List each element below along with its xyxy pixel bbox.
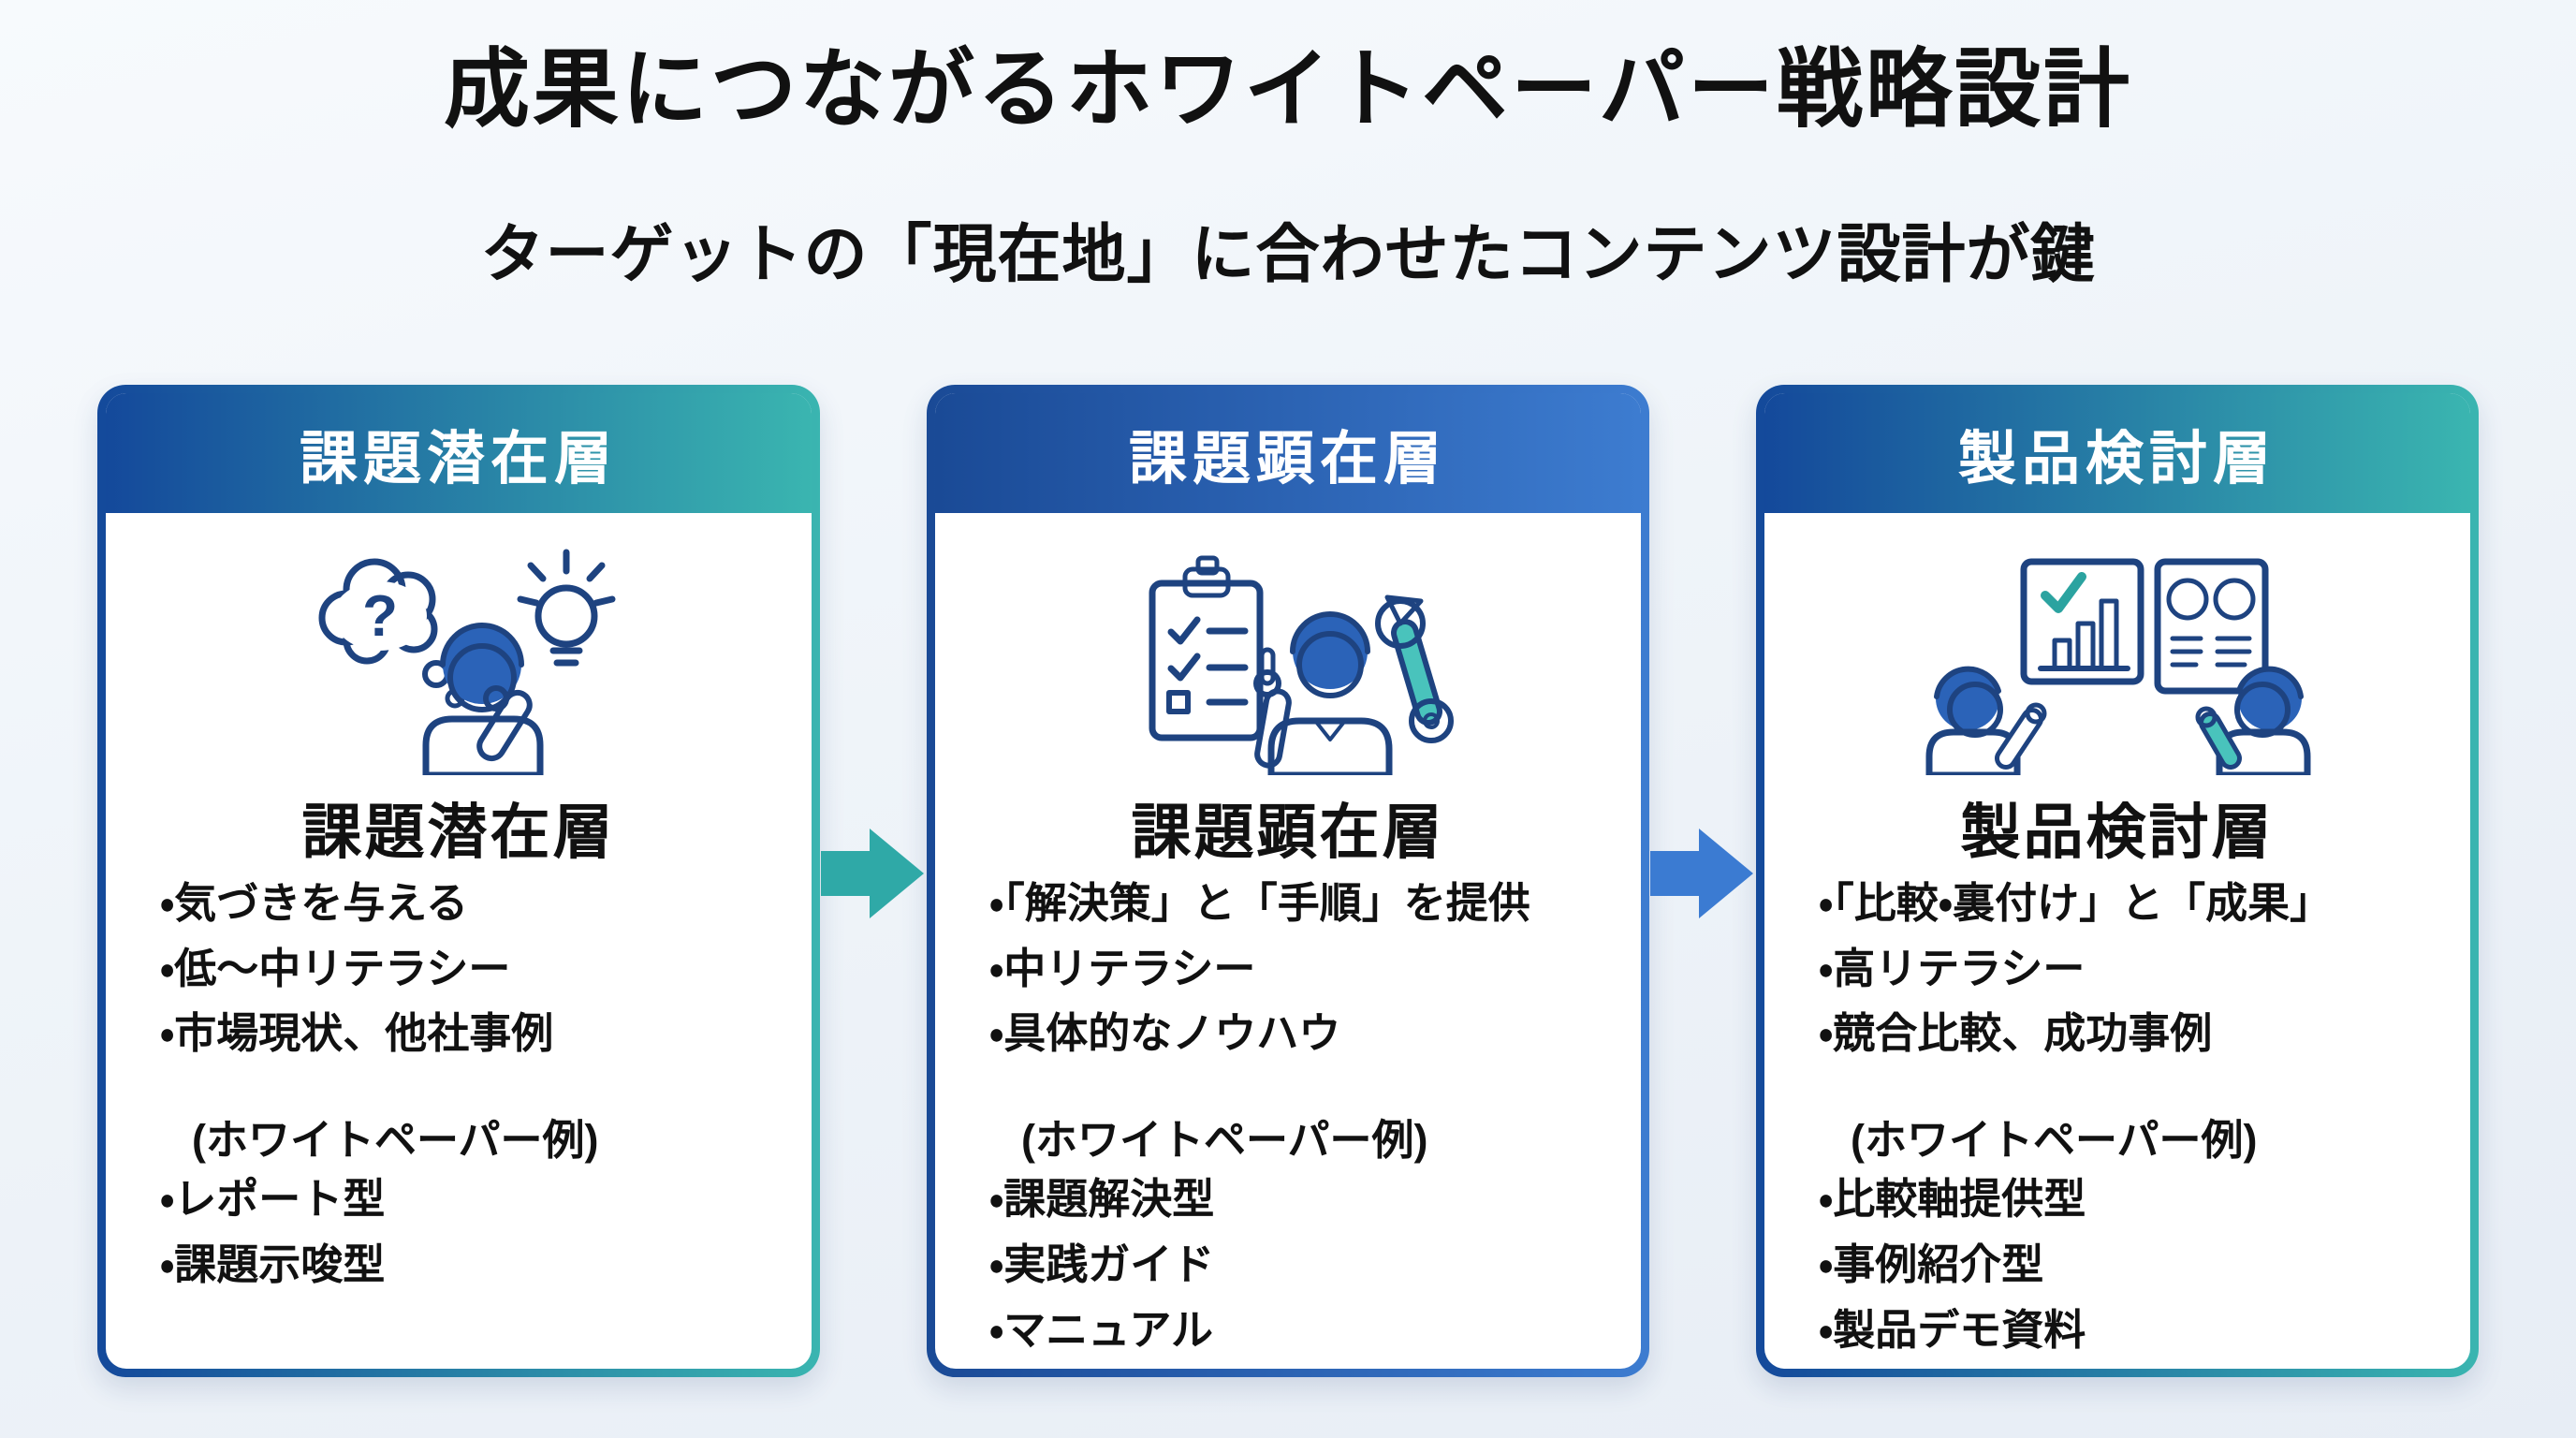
example-item: ・レポート型 [160, 1175, 386, 1224]
bullet-item: ・高リテラシー [1819, 944, 2086, 992]
wrench-icon [1375, 594, 1454, 743]
example-item: ・課題示唆型 [160, 1240, 386, 1288]
flow-arrow-2-slot [1649, 385, 1756, 1377]
card-manifest-problem-header: 課題顕在層 [935, 392, 1641, 513]
thought-cloud-icon: ? [318, 558, 465, 709]
card-latent-problem-header: 課題潜在層 [106, 392, 812, 513]
example-list: ・比較軸提供型 ・事例紹介型 ・製品デモ資料 [1819, 1167, 2416, 1362]
card-manifest-problem: 課題顕在層 [927, 384, 1649, 1377]
example-item: ・製品デモ資料 [1819, 1305, 2086, 1354]
card-product-consideration-header: 製品検討層 [1764, 392, 2470, 513]
example-list: ・レポート型 ・課題示唆型 [160, 1167, 757, 1298]
example-label: (ホワイトペーパー例) [1021, 1116, 1428, 1165]
card-manifest-problem-content: 課題顕在層 ・「解決策」と「手順」を提供 ・中リテラシー ・具体的なノウハウ (… [935, 513, 1641, 1369]
bullet-item: ・気づきを与える [160, 878, 468, 927]
bullet-item: ・具体的なノウハウ [989, 1009, 1341, 1058]
card-product-consideration-content: 製品検討層 ・「比較・裏付け」と「成果」 ・高リテラシー ・競合比較、成功事例 … [1764, 513, 2470, 1369]
example-item: ・実践ガイド [989, 1240, 1215, 1288]
card-heading: 製品検討層 [1960, 798, 2275, 866]
thinking-person-idea-icon: ? [318, 549, 616, 775]
bullet-list: ・気づきを与える ・低〜中リテラシー ・市場現状、他社事例 [160, 871, 757, 1066]
card-heading: 課題潜在層 [301, 798, 616, 866]
bullet-list: ・「比較・裏付け」と「成果」 ・高リテラシー ・競合比較、成功事例 [1819, 871, 2416, 1066]
lightbulb-icon [517, 549, 616, 667]
example-label: (ホワイトペーパー例) [1851, 1116, 2258, 1165]
bullet-item: ・低〜中リテラシー [160, 944, 511, 992]
card-heading: 課題顕在層 [1131, 798, 1445, 866]
card-product-consideration: 製品検討層 [1756, 384, 2479, 1377]
icon-wrap: ? [160, 537, 757, 779]
page-subtitle: ターゲットの「現在地」に合わせたコンテンツ設計が鍵 [480, 218, 2096, 290]
bar-chart-board-icon [2020, 558, 2144, 685]
bullet-item: ・市場現状、他社事例 [160, 1009, 554, 1058]
clipboard-checklist-icon [1149, 555, 1264, 741]
svg-text:?: ? [362, 584, 398, 649]
thinking-person-icon [422, 622, 544, 775]
page-title: 成果につながるホワイトペーパー戦略設計 [443, 42, 2133, 138]
example-label: (ホワイトペーパー例) [192, 1116, 599, 1165]
card-manifest-problem-body: 課題顕在層 [935, 392, 1641, 1369]
example-item: ・マニュアル [989, 1305, 1213, 1354]
responding-person-icon [2195, 666, 2311, 775]
card-latent-problem-body: 課題潜在層 ? [106, 392, 812, 1369]
bullet-list: ・「解決策」と「手順」を提供 ・中リテラシー ・具体的なノウハウ [989, 871, 1587, 1066]
right-arrow-icon [1650, 828, 1753, 918]
bullet-item: ・「解決策」と「手順」を提供 [989, 878, 1530, 927]
card-product-consideration-body: 製品検討層 [1764, 392, 2470, 1369]
bullet-item: ・「比較・裏付け」と「成果」 [1819, 878, 2333, 927]
cards-row: 課題潜在層 ? [0, 384, 2576, 1377]
example-item: ・課題解決型 [989, 1175, 1215, 1224]
example-item: ・事例紹介型 [1819, 1240, 2044, 1288]
bullet-item: ・中リテラシー [989, 944, 1256, 992]
card-latent-problem: 課題潜在層 ? [97, 384, 820, 1377]
pointing-person-icon [1253, 610, 1393, 775]
right-arrow-icon [821, 828, 924, 918]
comparison-discussion-icon [1925, 558, 2311, 775]
icon-wrap [1819, 537, 2416, 779]
example-list: ・課題解決型 ・実践ガイド ・マニュアル [989, 1167, 1587, 1362]
checklist-person-wrench-icon [1149, 555, 1454, 775]
card-latent-problem-content: ? [106, 513, 812, 1369]
checked-document-icon [2154, 558, 2269, 695]
flow-arrow-1-slot [820, 385, 927, 1377]
icon-wrap [989, 537, 1587, 779]
example-item: ・比較軸提供型 [1819, 1175, 2086, 1224]
bullet-item: ・競合比較、成功事例 [1819, 1009, 2213, 1058]
presenting-person-icon [1925, 666, 2047, 775]
